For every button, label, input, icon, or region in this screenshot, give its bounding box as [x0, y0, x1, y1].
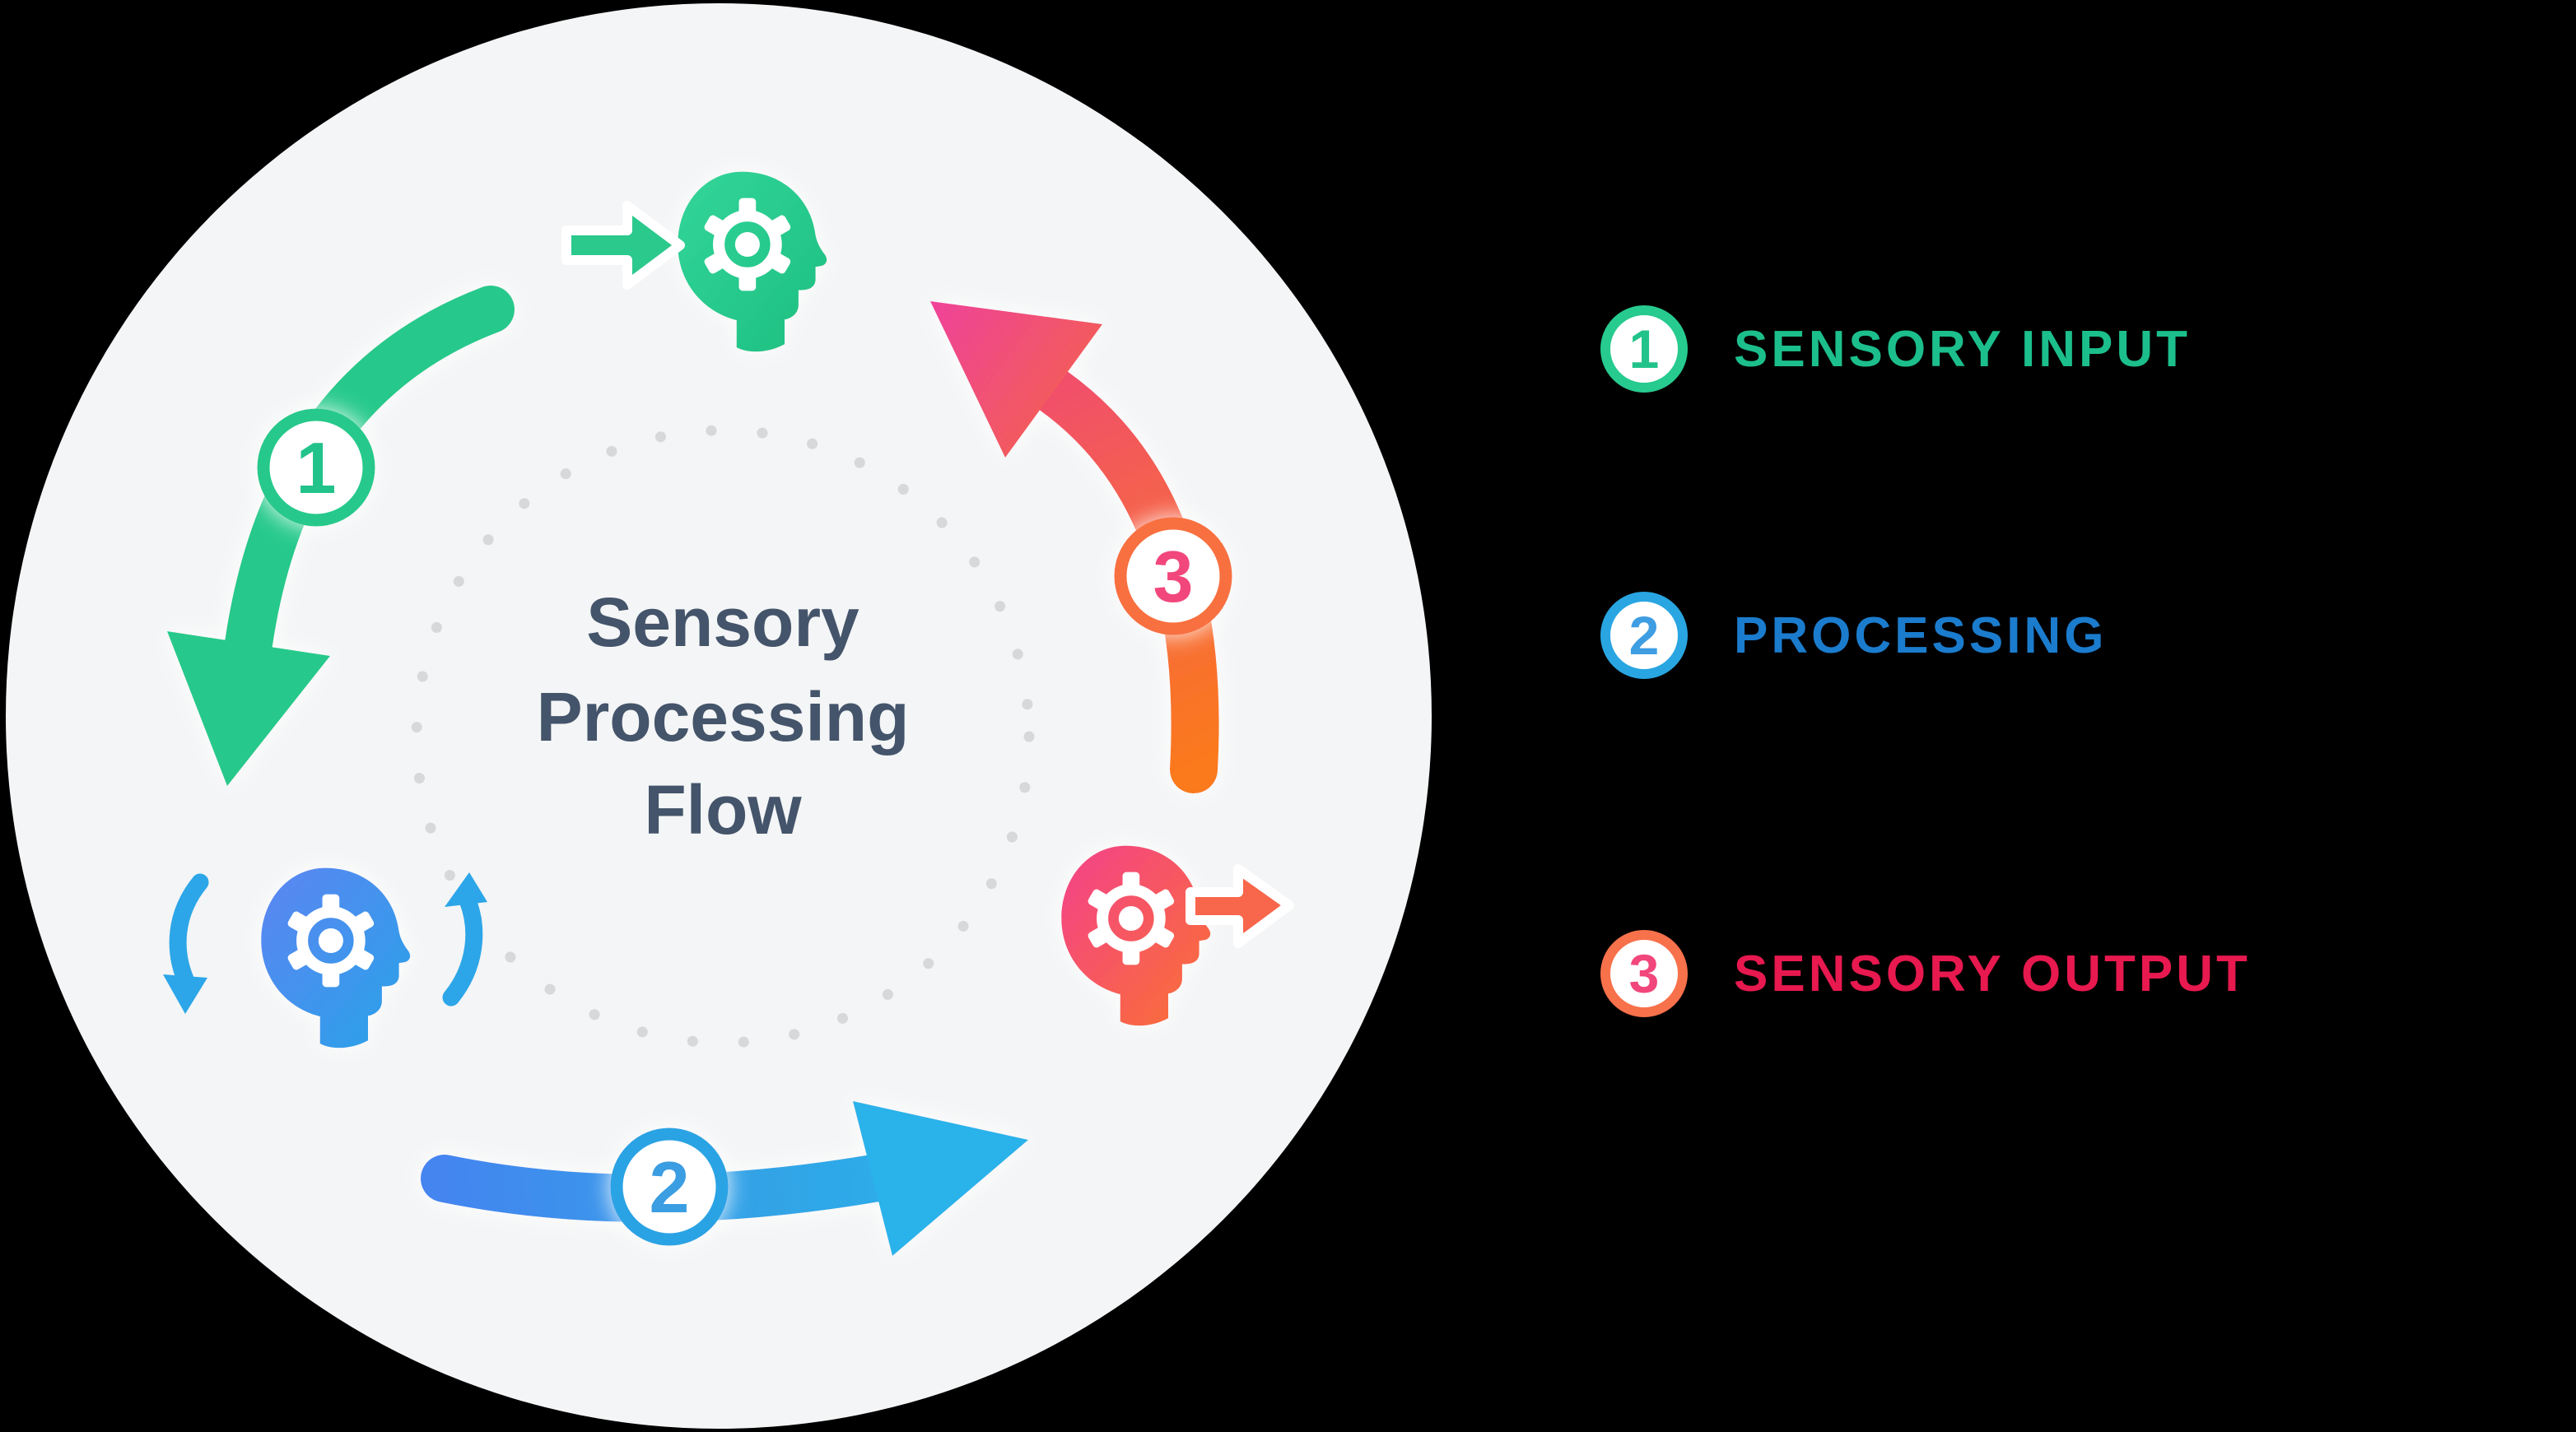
arrowhead-step-1: [167, 631, 330, 786]
legend-badge-2: 2: [1600, 592, 1688, 679]
legend-item-sensory-output: 3 SENSORY OUTPUT: [1600, 930, 2251, 1017]
step-2-badge: 2: [610, 1127, 729, 1246]
center-title: Sensory Processing Flow: [537, 583, 910, 849]
legend-label-sensory-input: SENSORY INPUT: [1734, 320, 2191, 378]
legend-item-processing: 2 PROCESSING: [1600, 592, 2107, 679]
arrowhead-step-2: [853, 1101, 1028, 1256]
legend-item-sensory-input: 1 SENSORY INPUT: [1600, 305, 2191, 393]
sensory-flow-diagram: 1 2 3 Sensory Processing Flow: [6, 3, 1432, 1429]
legend-badge-2-number: 2: [1628, 605, 1660, 666]
center-title-line-1: Sensory: [586, 583, 859, 661]
arrowhead-step-3: [930, 301, 1102, 458]
legend-badge-1: 1: [1600, 305, 1688, 393]
step-1-badge-number: 1: [296, 427, 337, 509]
step-2-badge-number: 2: [650, 1146, 690, 1228]
arrow-out-of-head-icon: [1186, 864, 1294, 948]
legend-badge-3-number: 3: [1628, 943, 1660, 1004]
legend-label-processing: PROCESSING: [1734, 607, 2108, 664]
legend-badge-1-number: 1: [1628, 318, 1660, 379]
cycle-arrow-up-icon: [442, 872, 487, 1007]
arrow-into-head-icon: [561, 201, 685, 290]
cycle-arrow-down-icon: [163, 873, 209, 1014]
step-3-badge: 3: [1114, 517, 1232, 635]
center-title-line-3: Flow: [644, 771, 802, 849]
legend-badge-3: 3: [1600, 930, 1688, 1017]
dotted-ring: [411, 425, 1035, 1048]
center-title-line-2: Processing: [537, 678, 910, 756]
step-3-badge-number: 3: [1153, 536, 1194, 617]
legend-label-sensory-output: SENSORY OUTPUT: [1734, 945, 2251, 1002]
step-1-badge: 1: [257, 408, 375, 527]
